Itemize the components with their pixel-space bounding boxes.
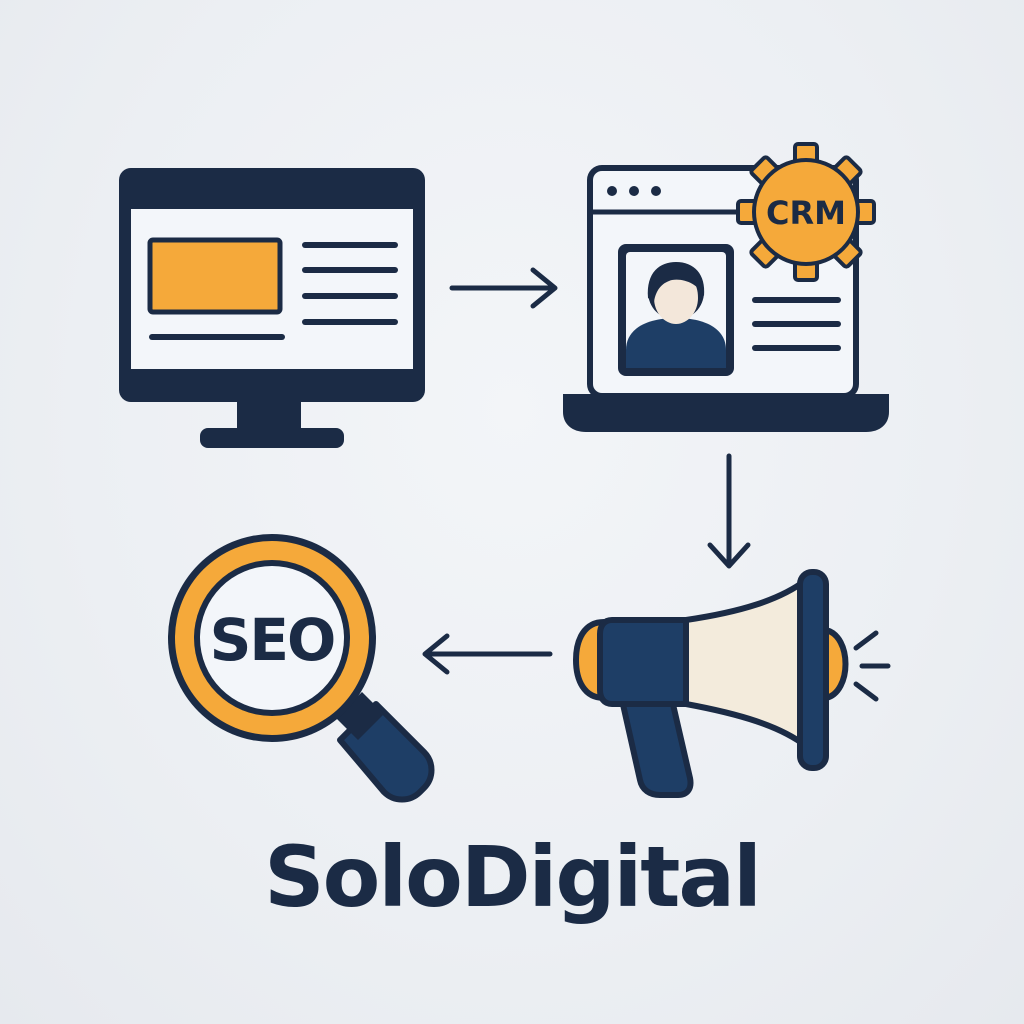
user-avatar-icon	[618, 244, 734, 376]
arrow-right	[449, 267, 558, 309]
seo-lens-text: SEO	[210, 606, 335, 674]
brand-name: SoloDigital	[264, 828, 762, 926]
arrow-down	[707, 453, 751, 569]
magnifier-seo-icon: SEO	[168, 534, 435, 803]
megaphone-icon	[573, 569, 891, 798]
desktop-monitor-icon	[119, 168, 425, 448]
crm-gear-badge: CRM	[736, 142, 876, 282]
crm-badge-text: CRM	[766, 194, 846, 232]
arrow-left	[422, 633, 553, 675]
